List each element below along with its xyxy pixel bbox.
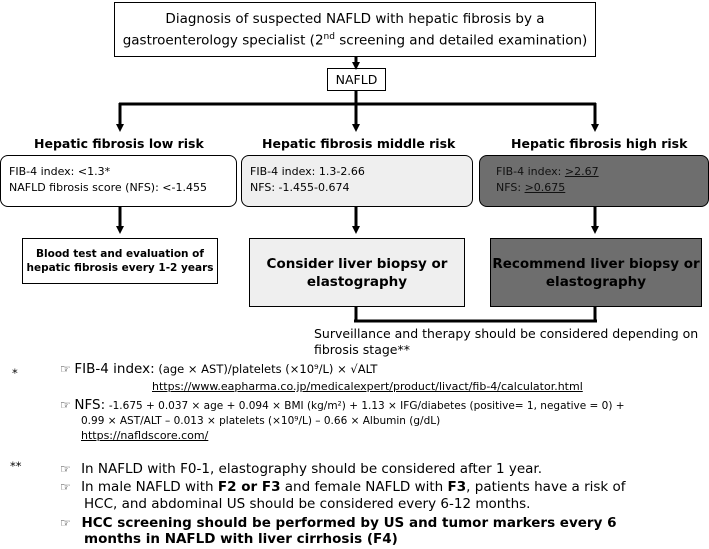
- middle-risk-criteria-box: FIB-4 index: 1.3-2.66 NFS: -1.455-0.674: [241, 155, 473, 207]
- high-risk-action-box: Recommend liver biopsy or elastography: [490, 238, 702, 307]
- high-fib4-criterion: FIB-4 index: >2.67: [496, 165, 599, 178]
- nfs-note: ☞ NFS: -1.675 + 0.037 × age + 0.094 × BM…: [60, 398, 625, 414]
- nfs-score-link[interactable]: https://nafldscore.com/: [81, 429, 209, 442]
- surveillance-line1: Surveillance and therapy should be consi…: [314, 326, 699, 341]
- low-risk-action-box: Blood test and evaluation of hepatic fib…: [22, 238, 218, 284]
- nfs-formula-line1: -1.675 + 0.037 × age + 0.094 × BMI (kg/m…: [108, 400, 625, 412]
- nafld-box: NAFLD: [327, 68, 386, 91]
- pointing-hand-icon: ☞: [60, 398, 71, 412]
- high-action-line1: Recommend liver biopsy or: [492, 255, 700, 272]
- fib4-note: ☞ FIB-4 index: (age × AST)/platelets (×1…: [60, 362, 377, 377]
- note-bullet-3: ☞ HCC screening should be performed by U…: [60, 515, 617, 531]
- middle-action-line1: Consider liver biopsy or: [266, 255, 448, 272]
- note-bullet-2-line2: HCC, and abdominal US should be consider…: [84, 496, 531, 512]
- fib4-calculator-link[interactable]: https://www.eapharma.co.jp/medicalexpert…: [152, 380, 583, 393]
- low-risk-heading: Hepatic fibrosis low risk: [34, 136, 204, 151]
- nfs-label: NFS:: [74, 397, 106, 413]
- fib4-label: FIB-4 index:: [74, 361, 155, 377]
- pointing-hand-icon: ☞: [60, 462, 71, 476]
- title-line1: Diagnosis of suspected NAFLD with hepati…: [165, 10, 545, 27]
- footnote-double-star: **: [10, 459, 22, 473]
- middle-risk-action-box: Consider liver biopsy or elastography: [249, 238, 465, 307]
- note-bullet-2: ☞ In male NAFLD with F2 or F3 and female…: [60, 479, 626, 495]
- note-bullet-3-line2: months in NAFLD with liver cirrhosis (F4…: [84, 531, 398, 547]
- surveillance-text: Surveillance and therapy should be consi…: [314, 326, 698, 358]
- low-fib4-criterion: FIB-4 index: <1.3*: [9, 165, 111, 178]
- middle-action-line2: elastography: [306, 273, 408, 290]
- surveillance-line2: fibrosis stage**: [314, 342, 410, 357]
- high-action-line2: elastography: [545, 273, 647, 290]
- title-line2: gastroenterology specialist (2nd screeni…: [122, 31, 588, 49]
- low-nfs-criterion: NAFLD fibrosis score (NFS): <-1.455: [9, 181, 207, 194]
- footnote-star: *: [12, 366, 18, 380]
- low-risk-criteria-box: FIB-4 index: <1.3* NAFLD fibrosis score …: [0, 155, 237, 207]
- high-nfs-criterion: NFS: >0.675: [496, 181, 566, 194]
- pointing-hand-icon: ☞: [60, 480, 71, 494]
- note-bullet-1: ☞ In NAFLD with F0-1, elastography shoul…: [60, 461, 543, 477]
- middle-fib4-criterion: FIB-4 index: 1.3-2.66: [250, 165, 365, 178]
- nfs-formula-line2: 0.99 × AST/ALT – 0.013 × platelets (×10⁹…: [81, 415, 441, 427]
- fib4-formula: (age × AST)/platelets (×10⁹/L) × √ALT: [158, 362, 378, 376]
- high-risk-heading: Hepatic fibrosis high risk: [511, 136, 688, 151]
- title-box: Diagnosis of suspected NAFLD with hepati…: [114, 2, 596, 57]
- low-action-line2: hepatic fibrosis every 1-2 years: [26, 262, 214, 274]
- high-risk-criteria-box: FIB-4 index: >2.67 NFS: >0.675: [479, 155, 709, 207]
- low-action-line1: Blood test and evaluation of: [36, 248, 204, 260]
- middle-nfs-criterion: NFS: -1.455-0.674: [250, 181, 350, 194]
- pointing-hand-icon: ☞: [60, 516, 71, 530]
- pointing-hand-icon: ☞: [60, 362, 71, 376]
- middle-risk-heading: Hepatic fibrosis middle risk: [262, 136, 456, 151]
